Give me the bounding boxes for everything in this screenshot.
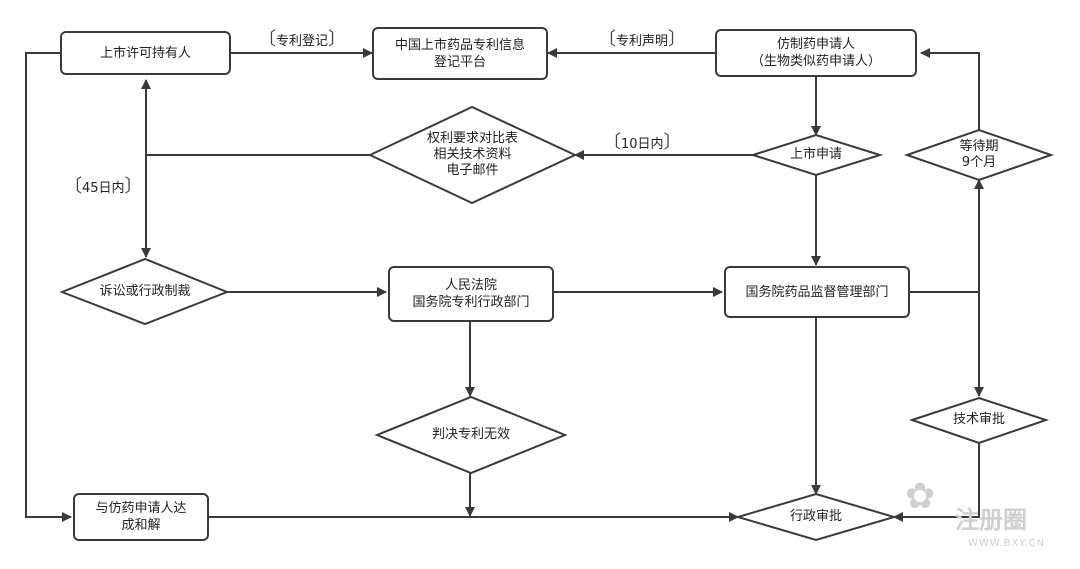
generic-label-line1: 仿制药申请人	[776, 37, 855, 52]
invalid-text: 判决专利无效	[431, 427, 510, 442]
litigation-diamond	[59, 257, 230, 326]
ten-days-text: 10日内	[621, 137, 664, 152]
edge-tech-admin	[893, 443, 980, 522]
claims-label: 权利要求对比表 相关技术资料 电子邮件	[395, 127, 550, 183]
watermark-logo-icon: ✿	[905, 476, 936, 517]
generic-label-line2: （生物类似药申请人）	[750, 54, 881, 69]
claims-line3: 电子邮件	[446, 163, 499, 178]
tech-review-diamond	[908, 396, 1050, 445]
wait-label: 等待期 9个月	[934, 137, 1024, 173]
generic-applicant-box: 仿制药申请人 （生物类似药申请人）	[715, 29, 917, 77]
wait-line1: 等待期	[959, 139, 999, 154]
market-app-label: 上市申请	[766, 145, 866, 165]
litigation-text: 诉讼或行政制裁	[99, 284, 191, 299]
admin-review-diamond	[734, 492, 898, 542]
platform-label-line2: 登记平台	[433, 54, 486, 70]
admin-review-label: 行政审批	[771, 507, 861, 527]
edge-label-patent-reg: 〔专利登记〕	[258, 28, 347, 50]
platform-label-line1: 中国上市药品专利信息	[394, 37, 525, 53]
court-label-line1: 人民法院	[444, 278, 497, 293]
nmpa-box: 国务院药品监督管理部门	[724, 266, 910, 318]
holder-label: 上市许可持有人	[99, 45, 191, 61]
edge-label-patent-decl: 〔专利声明〕	[598, 28, 687, 50]
nmpa-label: 国务院药品监督管理部门	[745, 284, 889, 300]
wait-diamond	[903, 128, 1055, 182]
settlement-box: 与仿药申请人达 成和解	[73, 493, 209, 541]
edge-holder-settlement	[25, 52, 72, 522]
patent-reg-text: 专利登记	[276, 34, 329, 49]
settlement-label-line2: 成和解	[121, 518, 161, 533]
platform-box: 中国上市药品专利信息 登记平台	[372, 27, 548, 80]
court-label-line2: 国务院专利行政部门	[412, 295, 530, 310]
wait-line2: 9个月	[961, 155, 997, 170]
edge-wait-generic	[920, 48, 980, 130]
settlement-label-line1: 与仿药申请人达	[95, 501, 187, 516]
edge-label-45-days: 〔45日内〕	[64, 175, 143, 197]
claims-line1: 权利要求对比表	[426, 131, 518, 146]
litigation-label: 诉讼或行政制裁	[80, 282, 210, 302]
watermark-brand: 注册圈	[955, 506, 1027, 534]
market-app-text: 上市申请	[789, 147, 842, 162]
holder-box: 上市许可持有人	[60, 31, 231, 75]
fortyfive-days-text: 45日内	[82, 181, 125, 196]
edge-label-ten-days: 〔10日内〕	[603, 131, 682, 153]
patent-decl-text: 专利声明	[616, 34, 669, 49]
court-box: 人民法院 国务院专利行政部门	[388, 266, 554, 322]
claims-diamond	[367, 105, 578, 205]
tech-review-label: 技术审批	[934, 410, 1024, 430]
invalid-diamond	[374, 395, 568, 475]
market-app-diamond	[749, 133, 884, 177]
watermark-url: WWW.BXY.CN	[968, 538, 1046, 549]
invalid-label: 判决专利无效	[411, 425, 531, 445]
tech-review-text: 技术审批	[952, 412, 1005, 427]
admin-review-text: 行政审批	[789, 509, 842, 524]
claims-line2: 相关技术资料	[433, 147, 512, 162]
